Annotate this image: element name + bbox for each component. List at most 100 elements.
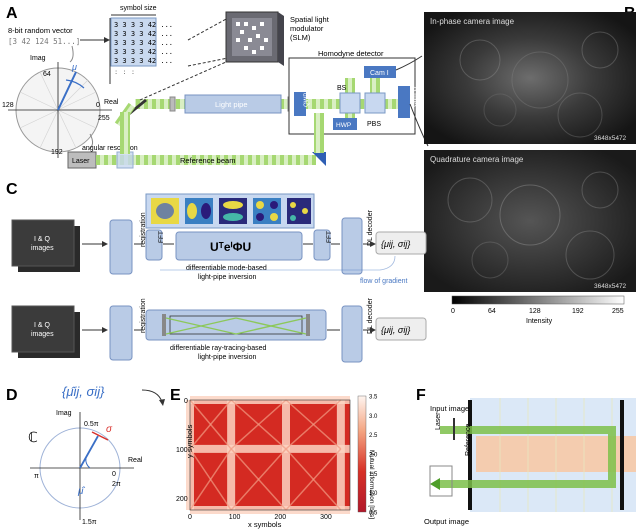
- d-imag-label: Imag: [56, 410, 72, 417]
- d-sigma-label: σ: [106, 424, 113, 435]
- panel-letter-e: E: [170, 387, 181, 404]
- pbs-cube: [364, 92, 386, 114]
- raytrace-lens-1: [162, 314, 166, 336]
- cb-tick-128: 128: [529, 308, 541, 315]
- cam-q: [398, 86, 410, 118]
- matrix-row-2: 3 3 3 3 42 ...: [114, 30, 173, 38]
- registration-box-2: [109, 305, 133, 361]
- e-xlabel: x symbols: [248, 520, 282, 529]
- ray-caption-2: light-pipe inversion: [198, 354, 256, 361]
- quadrature-size: 3648x5472: [594, 283, 627, 290]
- matrix-row-5: 3 3 3 3 42 ...: [114, 57, 173, 65]
- d-zero: 0: [112, 471, 116, 478]
- heatmap-diagonal-5: [285, 399, 342, 450]
- mode-caption-1: differentiable mode-based: [186, 265, 267, 272]
- heatmap-vline-2: [282, 400, 290, 510]
- inphase-image: [424, 12, 636, 144]
- intensity-colorbar: [451, 295, 625, 305]
- raytrace-lens-2: [306, 314, 310, 336]
- e-colorbar: [357, 395, 367, 513]
- cam-i-to-b-arrow: [395, 55, 423, 71]
- heatmap-diagonal-7: [189, 448, 232, 511]
- e-ylabel: y symbols: [185, 424, 194, 458]
- iq-images-2-line2: images: [31, 331, 54, 338]
- imag-label-a: Imag: [30, 55, 46, 62]
- symbol-size-label: symbol size: [120, 5, 157, 12]
- fft-label-2: FFT: [326, 231, 333, 243]
- light-pipe-label: Light pipe: [215, 100, 248, 109]
- tick-192: 192: [51, 149, 63, 156]
- light-pipe: [184, 94, 282, 114]
- quadrature-title: Quadrature camera image: [430, 155, 524, 164]
- cb-label: Intensity: [526, 318, 553, 325]
- angular-resolution-pointer: [87, 133, 94, 151]
- mode-formula: UᵀeⁱΦU: [210, 240, 251, 254]
- heatmap-diagonal-1: [189, 399, 232, 450]
- cam-i-label: Cam I: [370, 70, 389, 77]
- random-vector-title: 8-bit random vector: [8, 26, 73, 35]
- symbol-matrix-highlight: [110, 17, 157, 67]
- e-cb-tick-6: 3.5: [369, 395, 378, 401]
- c-arrow-head-7: [102, 327, 108, 333]
- d-half-pi: 0.5π: [84, 421, 99, 428]
- iq-images-1-line2: images: [31, 245, 54, 252]
- mode-thumbnails: [145, 193, 315, 229]
- d-two-pi: 2π: [112, 481, 121, 488]
- slm-zoom-line: [139, 61, 227, 101]
- cam-i: [364, 66, 396, 78]
- e-colorbar-label: Mutual information [bits]: [368, 450, 375, 519]
- e-xtick-3: 300: [320, 514, 332, 521]
- bs-label: BS: [337, 85, 347, 92]
- mode-caption-2: light-pipe inversion: [198, 274, 256, 281]
- e-cb-tick-1: 1.0: [369, 491, 378, 497]
- inphase-title: In-phase camera image: [430, 17, 515, 26]
- raytrace-box: [145, 309, 327, 341]
- inphase-size: 3648x5472: [594, 135, 627, 142]
- raytrace-rays: [165, 317, 307, 335]
- matrix-row-1: 3 3 3 3 42 ...: [114, 21, 173, 29]
- dl-decoder-label-1: DL decoder: [367, 209, 374, 246]
- f-reference-label: Reference: [465, 424, 472, 456]
- tick-64: 64: [43, 71, 51, 78]
- f-output-image-label: Output image: [424, 517, 469, 526]
- tick-128: 128: [2, 102, 14, 109]
- heatmap-diagonal-9: [230, 448, 287, 511]
- reference-beam: [96, 155, 316, 165]
- angular-resolution-label: angular resolution: [82, 145, 138, 152]
- registration-label-2: registration: [140, 298, 147, 333]
- slm-side: [278, 12, 284, 66]
- c-arrow-head-6: [370, 241, 376, 247]
- dl-decoder-label-2: DL decoder: [367, 297, 374, 334]
- iq-images-2-line1: I & Q: [34, 322, 51, 329]
- tick-0: 0: [96, 102, 100, 109]
- mode-inversion-box: [175, 231, 303, 261]
- panel-letter-a: A: [6, 5, 18, 22]
- hwp-label: HWP: [336, 122, 351, 129]
- e-ytick-1: 100: [176, 447, 188, 454]
- reference-beam-label: Reference beam: [180, 156, 235, 165]
- output-label-2: {μij, σij}: [381, 325, 410, 335]
- dl-decoder-box-1: [341, 217, 363, 275]
- f-beam-path: [440, 426, 616, 488]
- d-angle-arc: [85, 457, 91, 469]
- ref-beam-up: [120, 112, 130, 154]
- e-cb-tick-5: 3.0: [369, 414, 378, 420]
- panel-letter-f: F: [416, 387, 426, 404]
- hwp-plate: [333, 118, 357, 130]
- tick-255: 255: [98, 115, 110, 122]
- mu-vector: [57, 71, 77, 111]
- quad-speckle: [447, 171, 619, 280]
- mu-arc: [65, 79, 85, 89]
- matrix-to-slm-dash-2: [187, 57, 229, 67]
- qwp-label: QWP: [304, 93, 310, 107]
- homodyne-detector-label: Homodyne detector: [318, 49, 384, 58]
- c-arrow-head-1: [102, 241, 108, 247]
- panel-letter-d: D: [6, 387, 18, 404]
- e-ytick-2: 200: [176, 496, 188, 503]
- f-pipe-lines: [499, 398, 613, 512]
- e-xtick-0: 0: [188, 514, 192, 521]
- d-mu-vector: [79, 435, 99, 469]
- e-xtick-2: 200: [274, 514, 286, 521]
